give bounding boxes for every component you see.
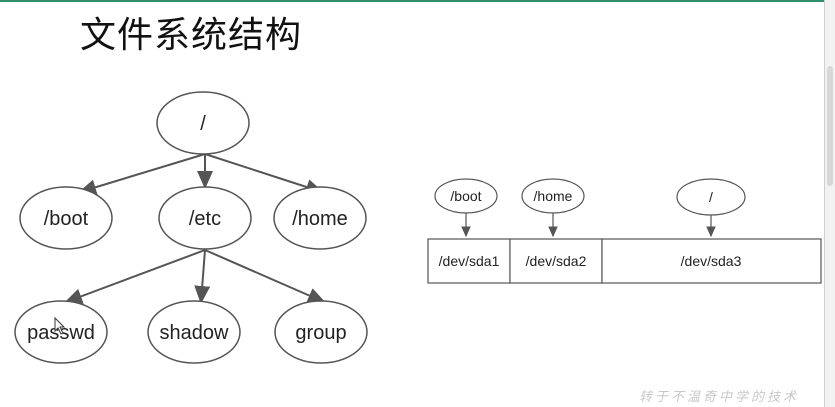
partition-label-sda3: /dev/sda3 — [681, 253, 742, 269]
tree-node-home — [273, 186, 367, 250]
tree-node-shadow — [147, 300, 241, 364]
mount-label-root: / — [709, 189, 713, 205]
tree-node-root — [156, 91, 250, 155]
page-title: 文件系统结构 — [80, 15, 303, 56]
tree-label-boot: /boot — [44, 208, 89, 230]
scrollbar-thumb[interactable] — [827, 66, 833, 186]
tree-label-etc: /etc — [189, 208, 221, 230]
edge-etc-passwd — [64, 249, 206, 304]
partition-label-sda2: /dev/sda2 — [526, 253, 587, 269]
edge-root-home — [204, 153, 324, 195]
partition-cell-sda3 — [601, 238, 822, 284]
tree-label-root: / — [200, 113, 206, 135]
tree-edges — [64, 153, 326, 304]
tree-label-shadow: shadow — [160, 322, 229, 344]
tree-node-group — [274, 300, 368, 364]
top-accent-line — [0, 0, 835, 2]
edge-etc-group — [204, 249, 326, 303]
partition-label-sda1: /dev/sda1 — [439, 253, 500, 269]
mount-label-home: /home — [534, 188, 573, 204]
watermark-text: 转于不温奇中学的技术 — [638, 390, 799, 405]
mouse-cursor-icon — [54, 316, 66, 335]
tree-node-boot — [19, 186, 113, 250]
partition-cell-sda1 — [427, 238, 511, 284]
edge-root-boot — [78, 153, 206, 196]
vertical-scrollbar[interactable] — [824, 0, 835, 407]
mount-label-boot: /boot — [450, 188, 481, 204]
tree-label-home: /home — [292, 208, 348, 230]
tree-node-etc — [158, 186, 252, 250]
tree-label-group: group — [295, 322, 346, 344]
partition-cell-sda2 — [509, 238, 603, 284]
edge-etc-shadow — [194, 249, 211, 304]
